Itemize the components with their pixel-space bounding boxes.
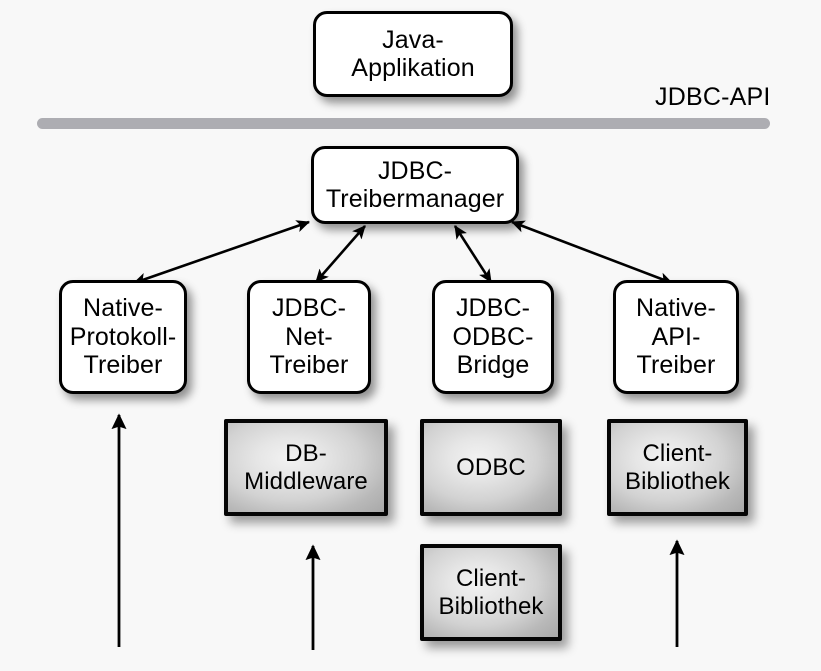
- node-client-bibliothek-center[interactable]: Client- Bibliothek: [420, 544, 562, 641]
- connector-manager-to-native-api-driver: [510, 220, 674, 285]
- node-jdbc-odbc-bridge[interactable]: JDBC- ODBC- Bridge: [432, 280, 554, 394]
- node-db-middleware[interactable]: DB- Middleware: [224, 419, 388, 516]
- jdbc-api-separator-bar: [37, 118, 770, 129]
- connector-manager-to-native-protocol-driver: [132, 220, 311, 285]
- node-jdbc-drivermanager[interactable]: JDBC- Treibermanager: [311, 146, 519, 224]
- node-java-application[interactable]: Java- Applikation: [313, 11, 513, 97]
- connector-manager-to-jdbc-odbc-bridge: [453, 225, 493, 283]
- jdbc-api-label: JDBC-API: [655, 83, 771, 111]
- connector-manager-to-jdbc-net-driver: [315, 225, 366, 283]
- node-native-api-treiber[interactable]: Native- API- Treiber: [613, 280, 739, 394]
- node-jdbc-net-treiber[interactable]: JDBC- Net- Treiber: [247, 280, 371, 394]
- node-native-protokoll-treiber[interactable]: Native- Protokoll- Treiber: [59, 280, 187, 394]
- node-odbc[interactable]: ODBC: [420, 419, 562, 516]
- node-client-bibliothek-right[interactable]: Client- Bibliothek: [607, 419, 748, 516]
